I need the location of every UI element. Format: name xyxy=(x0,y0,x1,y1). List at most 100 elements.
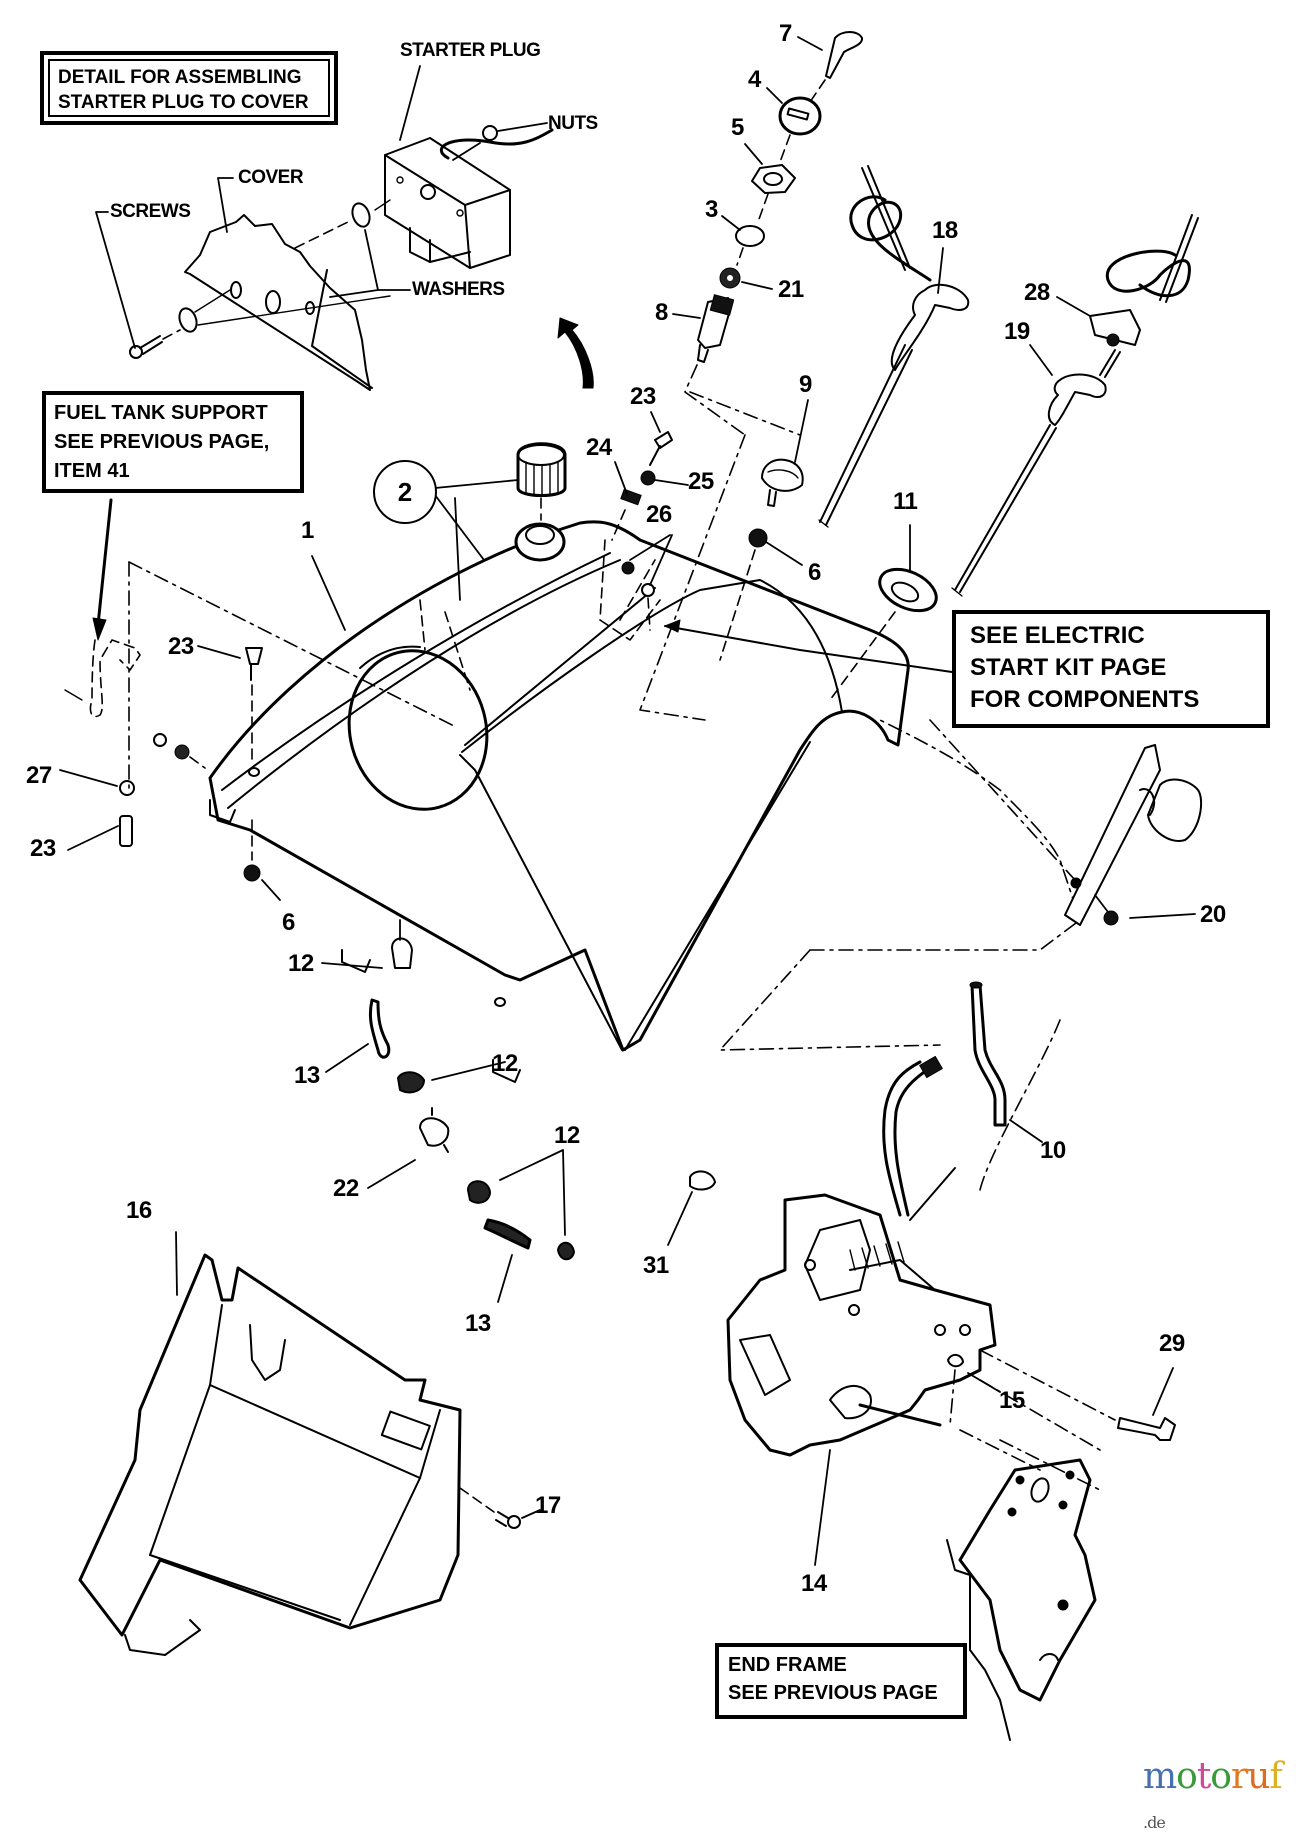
tank-fasteners xyxy=(611,411,689,631)
part-label: 27 xyxy=(26,762,52,789)
hex-nut-icon xyxy=(751,164,796,194)
part-label: 11 xyxy=(893,488,918,515)
part-label: 7 xyxy=(779,20,792,47)
arrowhead-icon xyxy=(664,619,681,633)
circled-item-label: 2 xyxy=(373,460,437,524)
part-label: 29 xyxy=(1159,1330,1185,1357)
fuel-neck xyxy=(514,522,566,562)
primer-and-grommet xyxy=(719,399,938,701)
tank-opening xyxy=(347,649,489,811)
part-label: 14 xyxy=(801,1570,827,1597)
watermark-letter: o xyxy=(1176,1756,1198,1797)
part-label: 15 xyxy=(999,1387,1025,1414)
pull-cord-handle-18 xyxy=(818,165,970,528)
part-label: 6 xyxy=(282,909,295,936)
watermark-letter: f xyxy=(1269,1756,1282,1797)
part-label: 23 xyxy=(630,383,656,410)
callout-text: ITEM 41 xyxy=(54,460,130,482)
part-label: 6 xyxy=(808,559,821,586)
grommet-icon xyxy=(878,567,938,613)
cover-part-1 xyxy=(208,520,910,1083)
fuel-tank-support-bracket xyxy=(64,498,141,718)
label-nuts: NUTS xyxy=(548,113,598,134)
part-label: 8 xyxy=(655,299,668,326)
washer-icon xyxy=(178,307,198,333)
clip-31-icon xyxy=(689,1170,716,1191)
part-label: 13 xyxy=(465,1310,491,1337)
callout-text: FUEL TANK SUPPORT xyxy=(54,402,268,424)
part-label: 18 xyxy=(932,217,958,244)
part-label: 28 xyxy=(1024,279,1050,306)
part-label: 21 xyxy=(778,276,804,303)
callout-text: SEE PREVIOUS PAGE, xyxy=(54,431,270,453)
nut-icon xyxy=(482,125,498,141)
callout-text: FOR COMPONENTS xyxy=(970,686,1200,713)
callout-text: DETAIL FOR ASSEMBLING xyxy=(58,67,302,88)
nut-icon xyxy=(748,528,768,548)
label-washers: WASHERS xyxy=(412,279,505,300)
watermark-letter: m xyxy=(1143,1756,1177,1797)
lock-washer-icon xyxy=(119,780,135,796)
dashed-alignment xyxy=(719,719,1121,1191)
housing-part-16 xyxy=(78,1231,541,1656)
left-fasteners xyxy=(59,561,457,901)
pull-cord-handle-19 xyxy=(951,214,1199,597)
part-label: 25 xyxy=(688,468,714,495)
part-label: 10 xyxy=(1040,1137,1066,1164)
label-cover: COVER xyxy=(238,167,304,188)
starter-plug-icon xyxy=(384,128,554,269)
key-cap-icon xyxy=(778,96,822,136)
part-label: 9 xyxy=(799,371,812,398)
electric-box-leader xyxy=(664,625,953,673)
part-label: 31 xyxy=(643,1252,669,1279)
part-label: 22 xyxy=(333,1175,359,1202)
part-label: 5 xyxy=(731,114,744,141)
callout-end-frame-box: END FRAME SEE PREVIOUS PAGE xyxy=(715,1643,967,1719)
fuel-hose-10 xyxy=(969,981,1043,1143)
primer-bulb-icon xyxy=(761,458,804,492)
part-label: 20 xyxy=(1200,901,1226,928)
callout-text: END FRAME xyxy=(728,1654,847,1676)
key-switch-icon xyxy=(697,294,735,363)
watermark-tld: .de xyxy=(1143,1813,1166,1832)
part-label: 1 xyxy=(301,517,314,544)
part-label: 16 xyxy=(126,1197,152,1224)
part-label: 17 xyxy=(535,1492,561,1519)
part-label: 23 xyxy=(168,633,194,660)
callout-fuel-tank-support-box: FUEL TANK SUPPORT SEE PREVIOUS PAGE, ITE… xyxy=(42,391,304,493)
callout-electric-start-box: SEE ELECTRIC START KIT PAGE FOR COMPONEN… xyxy=(952,610,1270,728)
ignition-switch-stack xyxy=(639,31,863,721)
rotation-arrow-icon xyxy=(557,317,594,389)
watermark-logo: motoruf .de xyxy=(1143,1757,1303,1843)
watermark-letter: t xyxy=(1196,1756,1212,1797)
part-label: 12 xyxy=(288,950,314,977)
exploded-parts-drawing: .th{stroke-width:3} .md{stroke-width:2} … xyxy=(59,31,1203,1741)
callout-text: SEE PREVIOUS PAGE xyxy=(728,1682,938,1704)
choke-bracket xyxy=(929,719,1203,926)
callout-text: STARTER PLUG TO COVER xyxy=(58,92,309,113)
ring-icon xyxy=(735,225,765,247)
screw-icon xyxy=(129,335,163,359)
label-starter-plug: STARTER PLUG xyxy=(400,40,541,61)
part-label: 13 xyxy=(294,1062,320,1089)
callout-detail-box: DETAIL FOR ASSEMBLING STARTER PLUG TO CO… xyxy=(40,51,338,125)
label-screws: SCREWS xyxy=(110,201,191,222)
watermark-letter: u xyxy=(1247,1756,1270,1797)
cover-fragment xyxy=(184,214,371,391)
watermark-letter: o xyxy=(1210,1756,1232,1797)
cord-clip-28 xyxy=(1089,309,1141,346)
shutoff-valve-icon xyxy=(419,1117,450,1147)
callout-text: SEE ELECTRIC xyxy=(970,622,1145,649)
watermark-letter: r xyxy=(1230,1756,1248,1797)
part-label: 12 xyxy=(492,1050,518,1077)
part-label: 19 xyxy=(1004,318,1030,345)
fuel-line-parts xyxy=(321,919,716,1303)
part-label: 23 xyxy=(30,835,56,862)
part-label: 26 xyxy=(646,501,672,528)
part-label: 24 xyxy=(586,434,612,461)
key-icon xyxy=(825,31,863,79)
part-label: 3 xyxy=(705,196,718,223)
fuel-cap-icon xyxy=(434,442,567,601)
starter-plug-detail xyxy=(95,65,554,391)
engine-part-14 xyxy=(726,1055,1176,1741)
